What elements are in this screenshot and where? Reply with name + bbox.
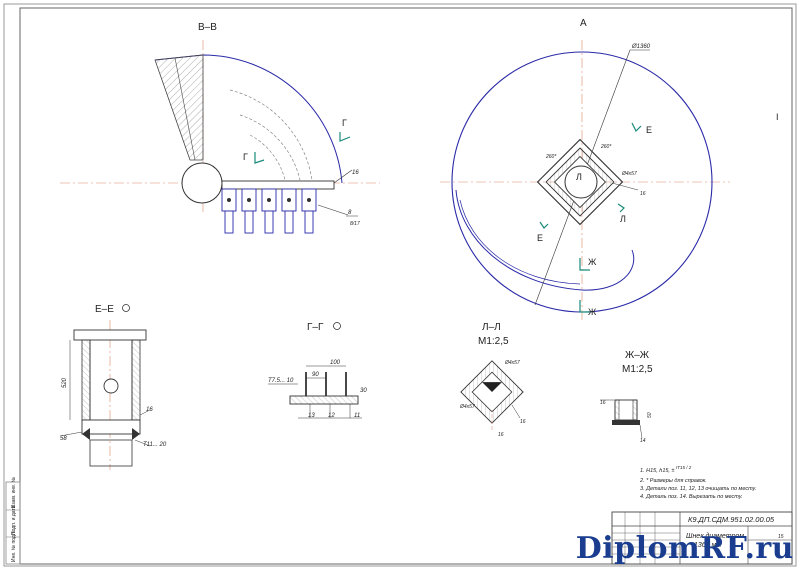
a-dim-small: Ø4x57: [621, 171, 637, 177]
view-a-title: А: [580, 18, 587, 29]
title-name-2: 1360 мм: [694, 542, 721, 549]
zhzh-item-16: 16: [600, 400, 606, 406]
vv-item-8: 8: [348, 210, 352, 216]
view-gg: Г–Г 100 90 T7.5... 10 30 13 12 11: [268, 322, 367, 419]
gg-item-11: 11: [354, 413, 360, 419]
ll-dim-a: Ø4x57: [504, 360, 520, 366]
ll-dim-b: Ø4x57: [459, 404, 475, 410]
title-name-1: Шнек диаметром: [686, 532, 744, 540]
a-roman: I: [776, 112, 779, 122]
side-stamp-col3: Взам. инв. №: [11, 477, 17, 508]
view-vv-title: В–В: [198, 22, 217, 33]
note-line4: 4. Деталь поз. 14. Вырезать по месту.: [640, 494, 743, 500]
a-dim-sq2: 260*: [600, 144, 612, 150]
vv-hub: [181, 162, 223, 204]
zhzh-item-14: 14: [640, 438, 646, 444]
view-zhzh: Ж–Ж М1:2,5 16 14 50: [600, 350, 653, 444]
a-spiral: [455, 189, 635, 291]
outer-frame: [3, 3, 797, 567]
vv-mark-g1: Г: [342, 118, 347, 128]
vv-fingers: [221, 188, 317, 234]
note-line1: 1. H15, h15, ±: [640, 468, 675, 474]
view-ll-title: Л–Л: [482, 322, 501, 333]
inner-frame: [19, 7, 793, 565]
side-stamp: Взам. инв. № Подп. и дата Инв. № подл.: [5, 477, 21, 565]
gg-item-12: 12: [328, 413, 335, 419]
side-stamp-col2: Подп. и дата: [11, 505, 17, 535]
gg-item-13: 13: [308, 413, 315, 419]
view-ee: Е–Е 520 16 58 T11... 20: [59, 304, 167, 470]
a-mark-e2: Е: [537, 233, 543, 243]
view-vv: В–В 16 8 8/17: [60, 22, 380, 234]
note-line3: 3. Детали поз. 11, 12, 13 очищать по мес…: [640, 486, 757, 492]
view-a: А Ø1360 260* 260* Ø4x57 16 Е Е Л Л Ж: [440, 18, 779, 320]
a-mark-e1: Е: [646, 125, 652, 135]
ee-tol: T11... 20: [143, 442, 167, 448]
gg-dim-90: 90: [312, 372, 319, 378]
title-sheet-no: 15: [778, 534, 784, 540]
title-block: К9.ДП.СДМ.951.02.00.05 Шнек диаметром 13…: [611, 511, 793, 565]
ee-item-58: 58: [60, 436, 67, 442]
watermark-logo: DiplomRF.ru: [575, 531, 794, 566]
gg-tol: T7.5... 10: [268, 378, 294, 384]
a-mark-zh1: Ж: [588, 257, 597, 267]
ee-item-16: 16: [146, 407, 153, 413]
tech-notes: 1. H15, h15, ± IT15 / 2 2. * Размеры для…: [639, 465, 757, 500]
vv-blade-outline: [154, 54, 343, 184]
ll-item-16a: 16: [520, 419, 526, 425]
gg-dim-100: 100: [330, 360, 341, 366]
vv-item-16: 16: [352, 170, 359, 176]
view-ll-scale: М1:2,5: [478, 336, 509, 347]
gg-dim-30: 30: [360, 388, 367, 394]
view-ll: Л–Л М1:2,5 Ø4x57 Ø4x57 16 16: [459, 322, 526, 438]
vv-item-8-sub: 8/17: [350, 221, 360, 227]
view-zhzh-scale: М1:2,5: [622, 364, 653, 375]
a-mark-l1: Л: [576, 172, 582, 182]
vv-blade-hatch: [154, 54, 204, 161]
view-zhzh-title: Ж–Ж: [625, 350, 650, 361]
note-line1-frac: IT15 / 2: [676, 465, 692, 470]
a-dim-sq1: 260*: [545, 154, 557, 160]
zhzh-dim-v: 50: [647, 412, 653, 418]
ee-dim-520: 520: [62, 377, 68, 388]
view-gg-title: Г–Г: [307, 322, 324, 333]
ll-item-16b: 16: [498, 432, 504, 438]
vv-mark-g2: Г: [243, 152, 248, 162]
side-stamp-col1: Инв. № подл.: [11, 531, 17, 562]
a-mark-l2: Л: [620, 214, 626, 224]
a-item-16: 16: [640, 191, 646, 197]
view-ee-title: Е–Е: [95, 304, 114, 315]
a-dia: Ø1360: [631, 44, 651, 50]
a-mark-zh2: Ж: [588, 307, 597, 317]
note-line2: 2. * Размеры для справок.: [639, 478, 707, 484]
title-code: К9.ДП.СДМ.951.02.00.05: [688, 515, 775, 524]
